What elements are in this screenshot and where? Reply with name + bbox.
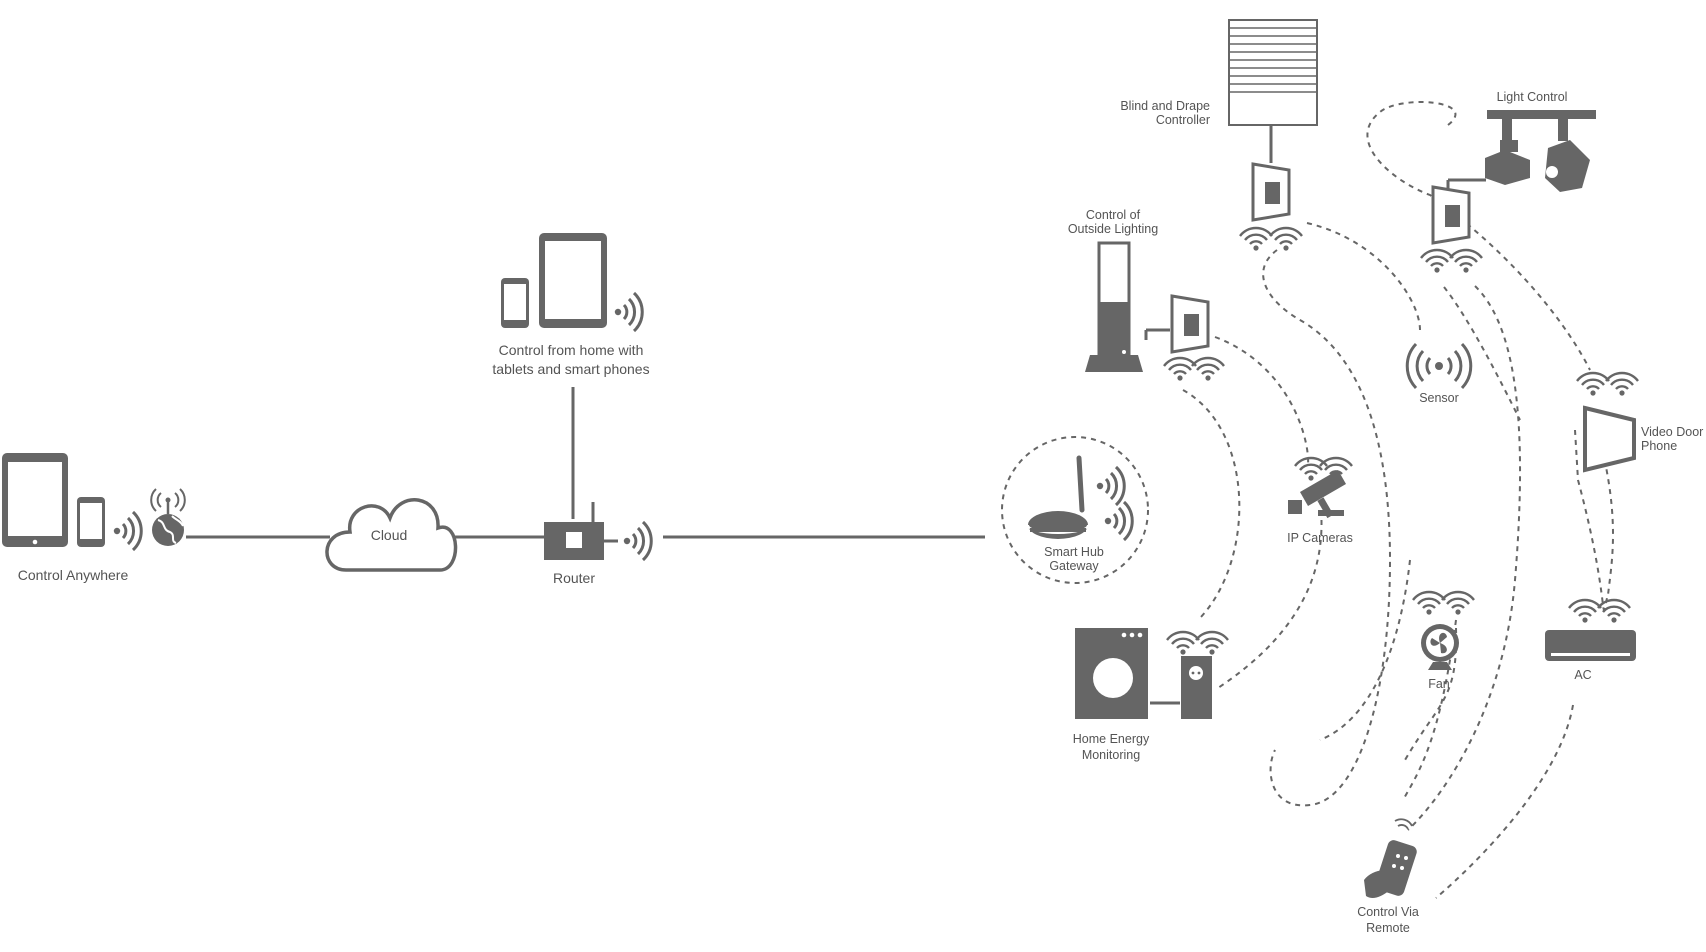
remote-node: Control Via Remote bbox=[1357, 818, 1419, 935]
smartphone-icon bbox=[77, 497, 105, 547]
smartphone-icon bbox=[501, 278, 529, 328]
wifi-signal-icon bbox=[1411, 590, 1476, 616]
light-control-node: Light Control bbox=[1419, 90, 1596, 274]
home-energy-label-line1: Home Energy bbox=[1073, 732, 1150, 746]
ac-node: AC bbox=[1545, 598, 1636, 682]
remote-label-line2: Remote bbox=[1366, 921, 1410, 935]
blind-drape-label-line1: Blind and Drape bbox=[1120, 99, 1210, 113]
home-control-label-line2: tablets and smart phones bbox=[492, 361, 649, 377]
control-anywhere-group: Control Anywhere bbox=[2, 453, 186, 583]
smart-hub-label-line1: Smart Hub bbox=[1044, 545, 1104, 559]
video-door-phone-icon bbox=[1583, 405, 1636, 473]
ip-cameras-node: IP Cameras bbox=[1287, 456, 1354, 545]
outside-lighting-label-line1: Control of bbox=[1086, 208, 1141, 222]
wall-switch-icon bbox=[1431, 185, 1471, 245]
security-camera-icon bbox=[1288, 470, 1346, 519]
tablet-icon bbox=[539, 233, 607, 328]
video-door-label-line1: Video Door bbox=[1641, 425, 1703, 439]
wifi-signal-icon bbox=[1419, 248, 1484, 274]
smart-hub-icon bbox=[1027, 455, 1089, 539]
window-blind-icon bbox=[1228, 19, 1318, 126]
home-energy-label-line2: Monitoring bbox=[1082, 748, 1140, 762]
outside-lighting-label-line2: Outside Lighting bbox=[1068, 222, 1158, 236]
wifi-signal-icon bbox=[1575, 371, 1640, 397]
washing-machine-icon bbox=[1075, 628, 1148, 719]
blind-drape-label-line2: Controller bbox=[1156, 113, 1210, 127]
control-anywhere-label: Control Anywhere bbox=[18, 567, 129, 583]
wifi-signal-icon bbox=[1165, 630, 1230, 656]
fan-icon bbox=[1421, 624, 1459, 670]
blind-drape-node: Blind and Drape Controller bbox=[1120, 19, 1318, 252]
outside-lighting-node: Control of Outside Lighting bbox=[1068, 208, 1226, 382]
smart-plug-icon bbox=[1181, 656, 1212, 719]
spotlight-icon bbox=[1485, 110, 1596, 192]
video-door-node: Video Door Phone bbox=[1575, 371, 1703, 473]
wireless-links bbox=[1182, 101, 1614, 899]
ip-cameras-label: IP Cameras bbox=[1287, 531, 1353, 545]
home-control-group: Control from home with tablets and smart… bbox=[492, 233, 650, 377]
tablet-icon bbox=[2, 453, 68, 547]
wifi-signal-icon bbox=[112, 510, 143, 552]
cloud-node: Cloud bbox=[325, 498, 458, 572]
remote-control-icon bbox=[1364, 818, 1417, 898]
backbone-links bbox=[186, 125, 1486, 705]
sensor-label: Sensor bbox=[1419, 391, 1459, 405]
home-energy-node: Home Energy Monitoring bbox=[1073, 628, 1230, 762]
globe-icon bbox=[150, 488, 186, 546]
wall-switch-icon bbox=[1251, 162, 1291, 222]
cloud-label: Cloud bbox=[371, 527, 408, 543]
home-control-label-line1: Control from home with bbox=[499, 342, 644, 358]
remote-label-line1: Control Via bbox=[1357, 905, 1419, 919]
wifi-signal-icon bbox=[1567, 598, 1632, 624]
smart-hub-node: Smart Hub Gateway bbox=[1001, 436, 1149, 584]
sensor-node: Sensor bbox=[1405, 342, 1473, 405]
router-label: Router bbox=[553, 570, 595, 586]
wall-switch-icon bbox=[1170, 294, 1210, 354]
air-conditioner-icon bbox=[1545, 630, 1636, 661]
wifi-signal-icon bbox=[622, 520, 653, 562]
ac-label: AC bbox=[1574, 668, 1591, 682]
wifi-signal-icon bbox=[1293, 456, 1354, 482]
wifi-signal-icon bbox=[1162, 356, 1226, 382]
cloud-icon bbox=[325, 498, 458, 572]
video-door-label-line2: Phone bbox=[1641, 439, 1677, 453]
light-control-label: Light Control bbox=[1497, 90, 1568, 104]
fan-node: Fan bbox=[1411, 590, 1476, 691]
router-node: Router bbox=[544, 502, 653, 586]
wifi-signal-icon bbox=[613, 291, 644, 333]
outdoor-lamp-icon bbox=[1085, 241, 1143, 372]
fan-label: Fan bbox=[1428, 677, 1450, 691]
wifi-signal-icon bbox=[1238, 226, 1304, 252]
smart-hub-label-line2: Gateway bbox=[1049, 559, 1099, 573]
router-icon bbox=[544, 502, 618, 560]
motion-sensor-icon bbox=[1405, 342, 1473, 390]
